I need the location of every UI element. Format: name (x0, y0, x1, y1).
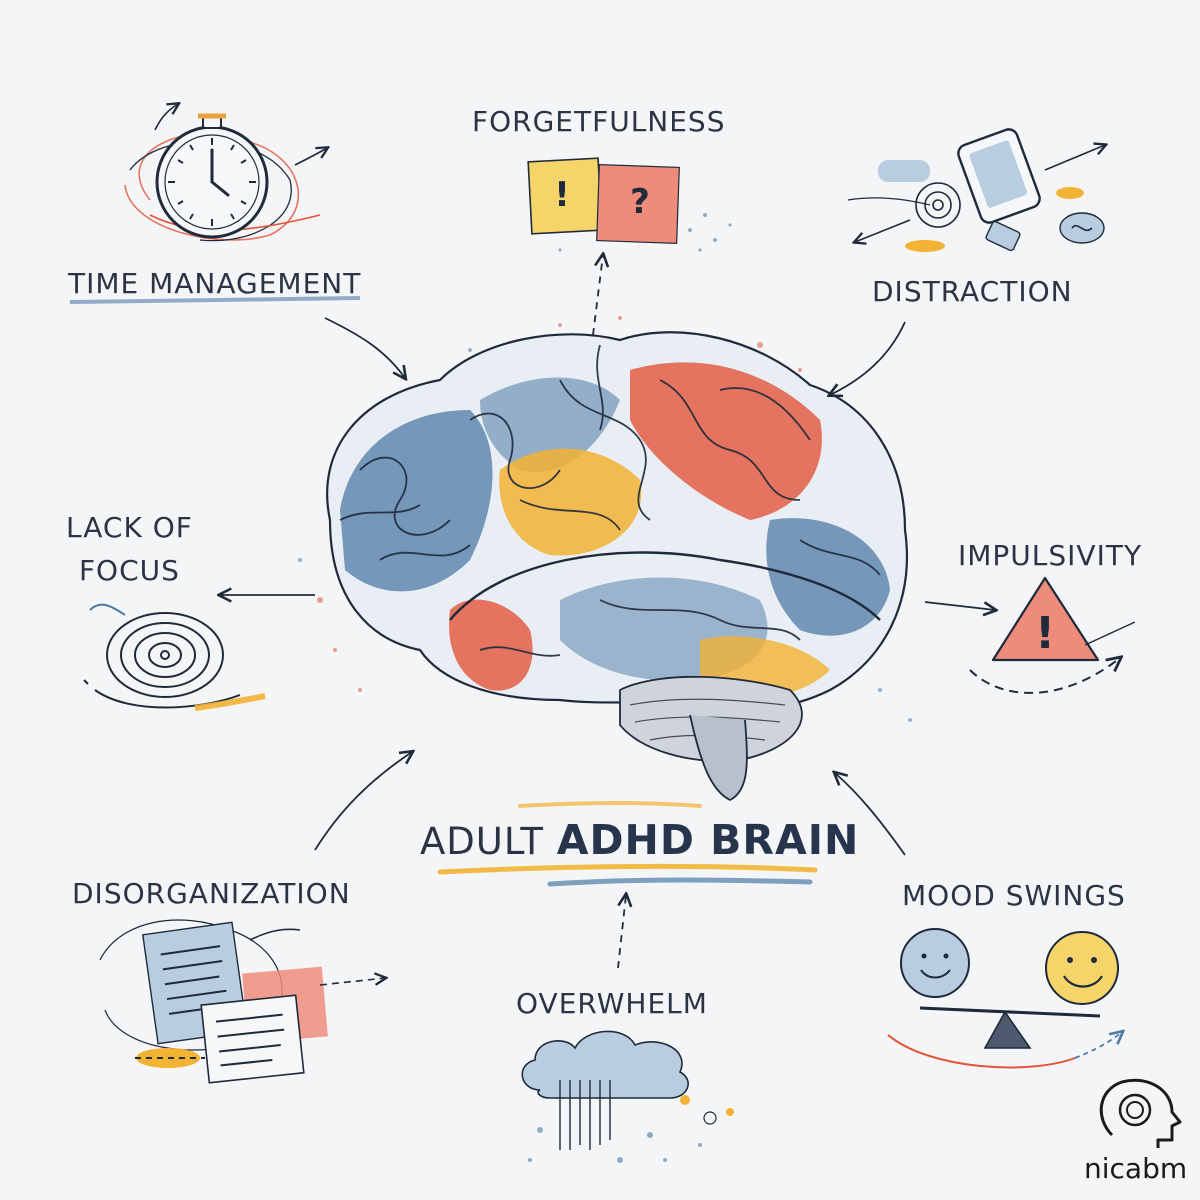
logo-text: nicabm (1084, 1152, 1188, 1185)
phone-distraction-icon (847, 128, 1105, 252)
label-lack-of-focus: LACK OF FOCUS (66, 506, 193, 593)
balance-faces-icon (887, 928, 1122, 1069)
label-lack-of-focus-line2: FOCUS (78, 554, 180, 588)
exclamation-mark: ! (554, 175, 570, 215)
question-mark: ? (630, 182, 650, 222)
title-main: ADHD BRAIN (556, 816, 860, 864)
sticky-notes-icon: ! ? (527, 157, 732, 252)
scattered-papers-icon (99, 919, 385, 1084)
diagram-title: ADULT ADHD BRAIN (420, 816, 859, 864)
connector-arrows (220, 255, 995, 969)
brain-illustration (298, 316, 912, 802)
label-overwhelm: OVERWHELM (516, 987, 708, 1020)
label-lack-of-focus-line1: LACK OF (66, 511, 193, 544)
stopwatch-icon (124, 104, 327, 242)
label-mood-swings: MOOD SWINGS (902, 879, 1126, 912)
label-disorganization: DISORGANIZATION (72, 877, 351, 910)
label-impulsivity: IMPULSIVITY (958, 539, 1143, 572)
label-time-management: TIME MANAGEMENT (68, 267, 362, 300)
title-underline (437, 801, 818, 887)
time-management-underline (69, 296, 361, 304)
spiral-icon (83, 603, 266, 711)
label-forgetfulness: FORGETFULNESS (472, 105, 726, 138)
title-prefix: ADULT (420, 820, 545, 863)
warning-triangle-icon: ! (969, 576, 1136, 694)
label-distraction: DISTRACTION (872, 275, 1073, 308)
storm-cloud-icon (521, 1030, 734, 1163)
warning-exclamation: ! (1035, 608, 1055, 659)
nicabm-logo-icon (1099, 1078, 1182, 1148)
